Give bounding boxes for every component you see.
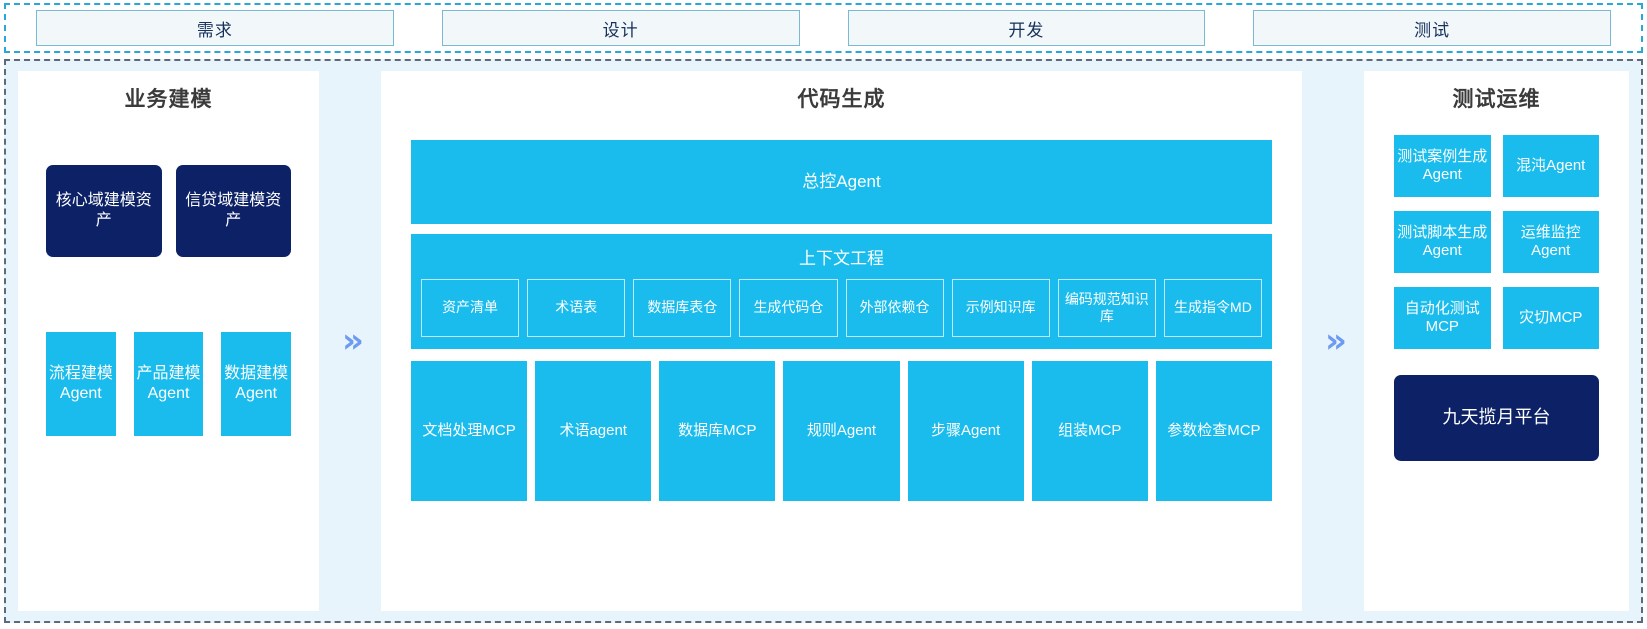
test-ops-label: 自动化测试MCP [1404, 299, 1480, 335]
tool-rule-agent[interactable]: 规则Agent [783, 361, 900, 501]
asset-label: 核心域建模资产 [55, 192, 152, 229]
tool-label: 步骤Agent [931, 421, 1001, 439]
stage-design[interactable]: 设计 [441, 10, 800, 46]
agent-label: 流程建模Agent [48, 365, 113, 402]
context-item-external-dependency-repo[interactable]: 外部依赖仓 [845, 279, 944, 337]
master-agent-label: 总控Agent [802, 171, 881, 191]
context-item-label: 数据库表仓 [647, 299, 718, 316]
stage-label: 需求 [196, 20, 233, 40]
jiutian-lanyue-platform[interactable]: 九天揽月平台 [1394, 375, 1599, 461]
test-ops-body: 测试案例生成Agent 混沌Agent 测试脚本生成Agent 运维监控Agen… [1378, 119, 1615, 601]
context-item-generation-instruction-md[interactable]: 生成指令MD [1163, 279, 1262, 337]
business-agent-group: 流程建模Agent 产品建模Agent 数据建模Agent [46, 332, 292, 436]
context-item-generated-code-repo[interactable]: 生成代码仓 [739, 279, 838, 337]
panel-title-code-generation: 代码生成 [797, 88, 886, 111]
disaster-recovery-mcp[interactable]: 灾切MCP [1502, 287, 1599, 349]
code-generation-body: 总控Agent 上下文工程 资产清单 术语表 数据库表仓 [395, 119, 1288, 601]
tool-label: 数据库MCP [678, 421, 757, 439]
stage-testing[interactable]: 测试 [1253, 10, 1611, 46]
chevron-glyph: » [1325, 321, 1347, 361]
test-ops-label: 混沌Agent [1516, 156, 1586, 174]
context-item-label: 外部依赖仓 [859, 299, 930, 316]
automated-test-mcp[interactable]: 自动化测试MCP [1394, 287, 1491, 349]
business-asset-group: 核心域建模资产 信贷域建模资产 [46, 165, 291, 257]
master-control-agent[interactable]: 总控Agent [411, 140, 1272, 224]
agent-product-modeling[interactable]: 产品建模Agent [133, 332, 204, 436]
context-item-glossary[interactable]: 术语表 [527, 279, 626, 337]
context-item-label: 术语表 [555, 299, 598, 316]
context-item-db-table-repo[interactable]: 数据库表仓 [633, 279, 732, 337]
chevron-right-icon-1: » [319, 71, 381, 611]
chaos-agent[interactable]: 混沌Agent [1502, 135, 1599, 197]
architecture-container: 业务建模 核心域建模资产 信贷域建模资产 流程建模Agent [4, 59, 1643, 623]
stage-label: 测试 [1414, 20, 1451, 40]
panel-test-ops: 测试运维 测试案例生成Agent 混沌Agent 测试脚本生成Agent [1364, 71, 1629, 611]
context-item-example-knowledge-base[interactable]: 示例知识库 [951, 279, 1050, 337]
test-ops-label: 灾切MCP [1519, 308, 1583, 326]
agent-label: 产品建模Agent [136, 365, 201, 402]
tool-parameter-check-mcp[interactable]: 参数检查MCP [1155, 361, 1272, 501]
context-item-row: 资产清单 术语表 数据库表仓 生成代码仓 [421, 279, 1262, 337]
tool-label: 组装MCP [1058, 421, 1122, 439]
test-ops-label: 运维监控Agent [1520, 223, 1581, 259]
context-item-label: 示例知识库 [965, 299, 1036, 316]
asset-credit-domain[interactable]: 信贷域建模资产 [175, 165, 291, 257]
tool-glossary-agent[interactable]: 术语agent [535, 361, 652, 501]
platform-label: 九天揽月平台 [1442, 407, 1551, 428]
test-case-generation-agent[interactable]: 测试案例生成Agent [1394, 135, 1491, 197]
chevron-right-icon-2: » [1302, 71, 1364, 611]
chevron-glyph: » [342, 321, 364, 361]
context-item-coding-standard-knowledge-base[interactable]: 编码规范知识库 [1057, 279, 1156, 337]
test-script-generation-agent[interactable]: 测试脚本生成Agent [1394, 211, 1491, 273]
tool-label: 文档处理MCP [422, 421, 516, 439]
test-ops-grid: 测试案例生成Agent 混沌Agent 测试脚本生成Agent 运维监控Agen… [1394, 135, 1599, 349]
tool-assembly-mcp[interactable]: 组装MCP [1031, 361, 1148, 501]
context-item-label: 资产清单 [442, 299, 499, 316]
asset-label: 信贷域建模资产 [185, 192, 282, 229]
panel-title-business-modeling: 业务建模 [124, 88, 213, 111]
agent-label: 数据建模Agent [224, 365, 289, 402]
lifecycle-stage-strip: 需求 设计 开发 测试 [4, 3, 1643, 53]
test-ops-label: 测试脚本生成Agent [1397, 223, 1488, 259]
tool-label: 参数检查MCP [1167, 421, 1261, 439]
ops-monitoring-agent[interactable]: 运维监控Agent [1502, 211, 1599, 273]
code-generation-tool-row: 文档处理MCP 术语agent 数据库MCP 规则Agent 步骤Agent [411, 361, 1272, 501]
agent-process-modeling[interactable]: 流程建模Agent [46, 332, 116, 436]
stage-label: 开发 [1008, 20, 1045, 40]
test-ops-label: 测试案例生成Agent [1397, 147, 1488, 183]
business-modeling-body: 核心域建模资产 信贷域建模资产 流程建模Agent 产品建模Agent [32, 119, 305, 601]
tool-step-agent[interactable]: 步骤Agent [907, 361, 1024, 501]
asset-core-domain[interactable]: 核心域建模资产 [46, 165, 162, 257]
tool-label: 术语agent [559, 421, 627, 439]
context-item-label: 编码规范知识库 [1064, 290, 1149, 324]
context-item-asset-list[interactable]: 资产清单 [421, 279, 520, 337]
stage-label: 设计 [602, 20, 639, 40]
tool-database-mcp[interactable]: 数据库MCP [659, 361, 776, 501]
panel-title-test-ops: 测试运维 [1452, 88, 1541, 111]
context-engineering-block: 上下文工程 资产清单 术语表 数据库表仓 [411, 234, 1272, 349]
stage-requirements[interactable]: 需求 [36, 10, 394, 46]
panel-code-generation: 代码生成 总控Agent 上下文工程 资产清单 术语表 [381, 71, 1302, 611]
panel-business-modeling: 业务建模 核心域建模资产 信贷域建模资产 流程建模Agent [18, 71, 319, 611]
tool-label: 规则Agent [806, 421, 877, 439]
panel-columns: 业务建模 核心域建模资产 信贷域建模资产 流程建模Agent [18, 71, 1629, 611]
context-engineering-title: 上下文工程 [799, 249, 884, 268]
stage-development[interactable]: 开发 [847, 10, 1206, 46]
agent-data-modeling[interactable]: 数据建模Agent [221, 332, 292, 436]
tool-document-processing-mcp[interactable]: 文档处理MCP [411, 361, 528, 501]
context-item-label: 生成代码仓 [753, 299, 824, 316]
context-item-label: 生成指令MD [1174, 299, 1252, 316]
